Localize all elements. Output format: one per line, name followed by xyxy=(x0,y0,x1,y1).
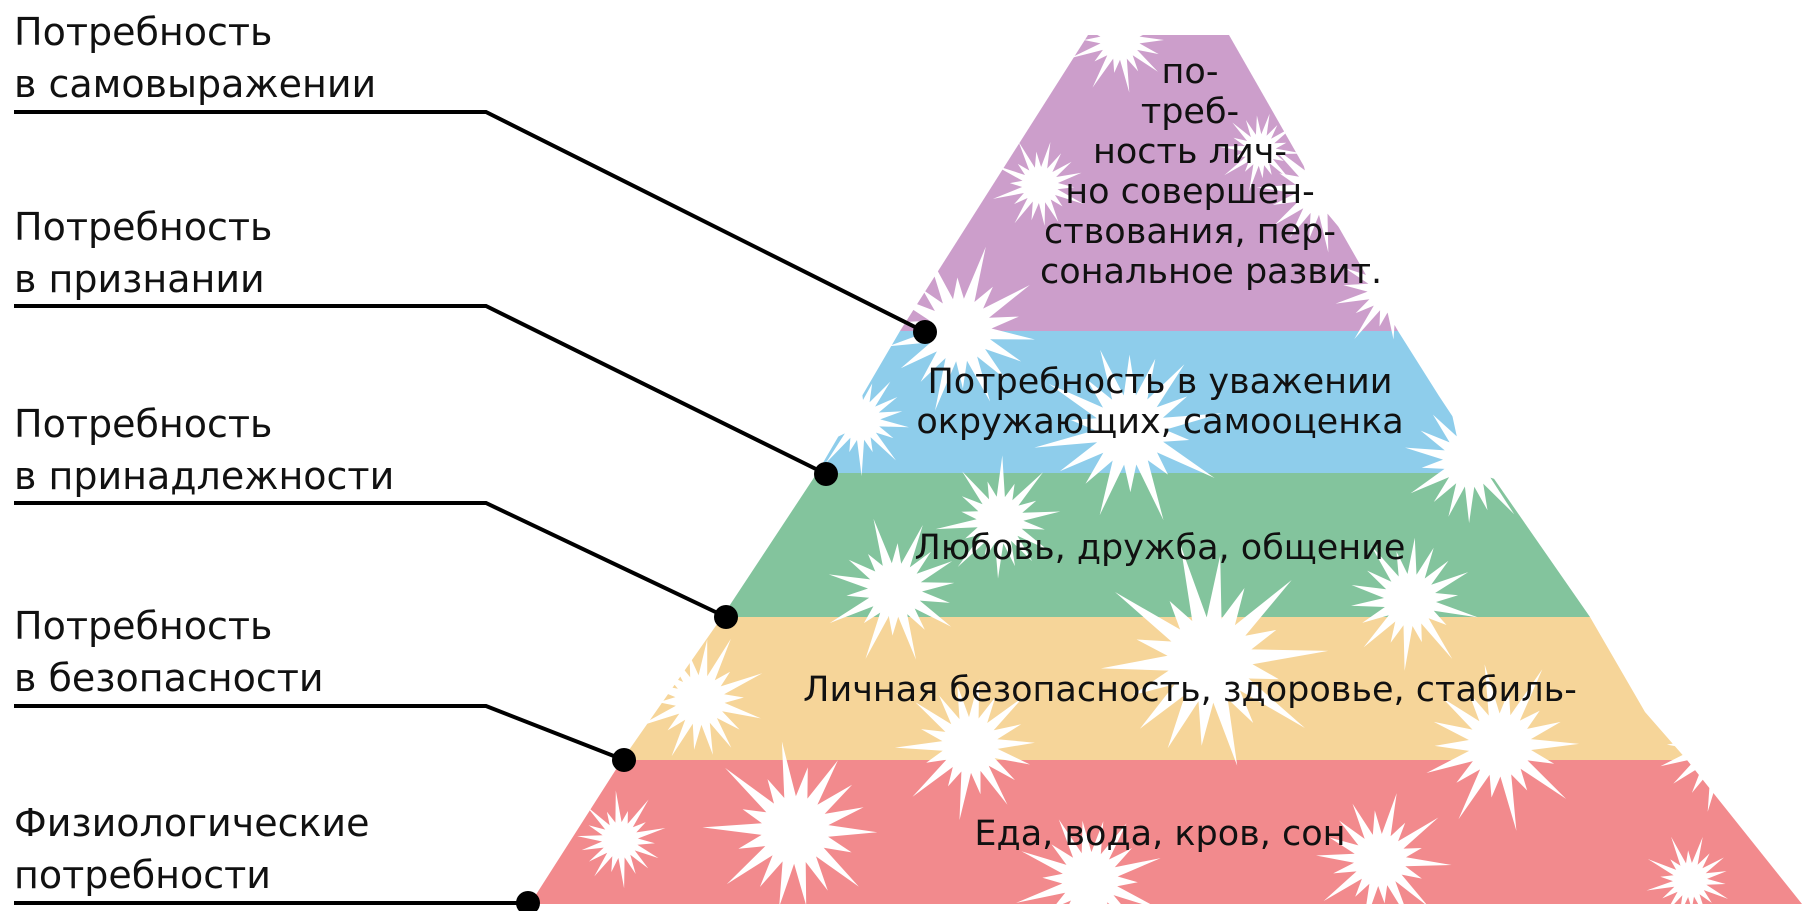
tier-esteem-line2: окружающих, самооценка xyxy=(916,402,1404,442)
tier-self-actualization-line1: по- xyxy=(1161,52,1219,92)
leader-line-belonging xyxy=(14,501,727,619)
splat-shape xyxy=(1217,113,1304,192)
label-belonging-line2: в принадлежности xyxy=(14,454,395,498)
label-belonging: Потребность в принадлежности xyxy=(14,398,394,502)
leader-dot-safety xyxy=(612,748,636,772)
splat-shape xyxy=(1256,122,1378,253)
tier-belonging-line1: Любовь, дружба, общение xyxy=(914,528,1406,568)
leader-dot-esteem xyxy=(814,462,838,486)
splat-shape xyxy=(1316,793,1452,911)
leader-dot-belonging xyxy=(714,605,738,629)
tier-self-actualization-line2: треб- xyxy=(1140,92,1240,132)
leader-line-safety xyxy=(14,704,625,762)
tier-physiological xyxy=(530,760,1802,904)
label-self-actualization-line2: в самовыражении xyxy=(14,62,377,106)
label-physiological-line1: Физиологические xyxy=(14,801,370,845)
label-esteem: Потребность в признании xyxy=(14,201,272,305)
tier-self-actualization xyxy=(900,35,1398,331)
splat-shape xyxy=(1646,836,1728,911)
tier-self-actualization-line5: ствования, пер- xyxy=(1044,212,1336,252)
leader-dot-physiological xyxy=(516,891,540,911)
label-self-actualization: Потребность в самовыражении xyxy=(14,6,376,110)
splat-shape xyxy=(935,455,1061,579)
label-self-actualization-line1: Потребность xyxy=(14,10,273,54)
label-esteem-line1: Потребность xyxy=(14,205,273,249)
label-safety-line1: Потребность xyxy=(14,604,273,648)
splat-shape xyxy=(634,638,763,757)
tier-text-self-actualization: по- треб- ность лич- но совершен- ствова… xyxy=(1040,52,1383,292)
tier-text-esteem: Потребность в уважении окружающих, самоо… xyxy=(880,362,1440,442)
tier-safety-line1: Личная безопасность, здоровье, стабиль- xyxy=(803,670,1577,710)
label-safety-line2: в безопасности xyxy=(14,656,324,700)
leader-line-esteem xyxy=(14,304,827,476)
splat-shape xyxy=(894,679,1035,821)
tier-physiological-line1: Еда, вода, кров, сон xyxy=(974,814,1346,854)
leader-lines xyxy=(14,110,937,911)
splat-shape xyxy=(805,366,909,477)
tier-text-safety: Личная безопасность, здоровье, стабиль- xyxy=(740,670,1640,710)
label-belonging-line1: Потребность xyxy=(14,402,273,446)
splat-shape xyxy=(1335,231,1451,340)
splat-shape xyxy=(1405,393,1543,524)
splat-overlays xyxy=(577,0,1791,911)
splat-shape xyxy=(1268,0,1402,102)
splat-shape xyxy=(1351,537,1478,671)
tier-self-actualization-line3: ность лич- xyxy=(1092,132,1288,172)
tier-self-actualization-line4: но совершен- xyxy=(1065,172,1315,212)
label-safety: Потребность в безопасности xyxy=(14,600,324,704)
splat-shape xyxy=(992,141,1084,226)
splat-shape xyxy=(1654,671,1791,812)
tier-self-actualization-line6: сональное развит. xyxy=(1040,252,1383,292)
label-physiological: Физиологические потребности xyxy=(14,797,370,901)
tier-text-physiological: Еда, вода, кров, сон xyxy=(880,814,1440,854)
splat-shape xyxy=(828,518,955,660)
splat-shape xyxy=(1034,349,1222,521)
tier-esteem-line1: Потребность в уважении xyxy=(927,362,1393,402)
label-physiological-line2: потребности xyxy=(14,853,271,897)
label-esteem-line2: в признании xyxy=(14,257,265,301)
splat-shape xyxy=(1069,0,1172,93)
splat-shape xyxy=(702,741,878,907)
leader-dot-self-actualization xyxy=(913,320,937,344)
tier-text-belonging: Любовь, дружба, общение xyxy=(880,528,1440,568)
splat-shape xyxy=(887,246,1035,411)
splat-shape xyxy=(577,790,666,889)
splat-shape xyxy=(1016,819,1162,911)
tier-belonging xyxy=(722,473,1590,617)
splat-shape xyxy=(1426,664,1580,831)
leader-line-self-actualization xyxy=(14,110,926,334)
splat-shape xyxy=(1100,545,1329,766)
